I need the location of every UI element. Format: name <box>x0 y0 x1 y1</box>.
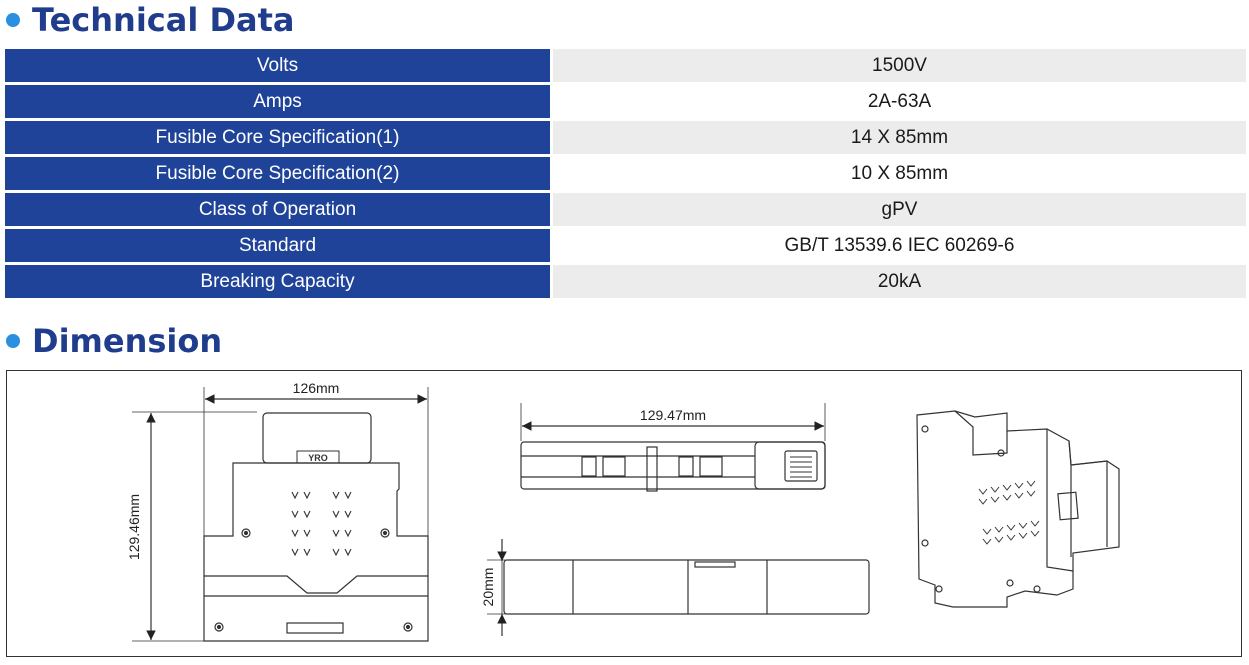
spec-label: Volts <box>5 49 552 85</box>
spec-label: Breaking Capacity <box>5 263 552 301</box>
dimension-title: Dimension <box>32 322 223 360</box>
bottom-view-drawing <box>487 539 870 636</box>
spec-label: Fusible Core Specification(2) <box>5 155 552 193</box>
dimension-heading: Dimension <box>6 321 222 361</box>
spec-value: GB/T 13539.6 IEC 60269-6 <box>550 227 1246 265</box>
dimension-drawings: 126mm 129.46mm YRO 129.47mm <box>126 380 1120 642</box>
table-row: Fusible Core Specification(1)14 X 85mm <box>5 119 1246 157</box>
front-view-drawing <box>132 387 429 642</box>
front-width-label: 126mm <box>293 380 340 396</box>
technical-data-title: Technical Data <box>32 1 295 39</box>
technical-data-heading: Technical Data <box>6 0 295 40</box>
side-view-drawing <box>520 403 826 492</box>
side-length-label: 129.47mm <box>640 407 706 423</box>
spec-value: 14 X 85mm <box>550 119 1246 157</box>
spec-label: Class of Operation <box>5 191 552 229</box>
side-height-label: 20mm <box>480 568 496 607</box>
spec-label: Fusible Core Specification(1) <box>5 119 552 157</box>
bullet-icon <box>6 13 20 27</box>
front-height-label: 129.46mm <box>126 494 142 560</box>
brand-mark: YRO <box>308 453 328 463</box>
spec-value: 20kA <box>550 263 1246 301</box>
isometric-view-drawing <box>916 410 1120 608</box>
spec-value: 10 X 85mm <box>550 155 1246 193</box>
spec-value: gPV <box>550 191 1246 229</box>
dimension-drawing-panel: 126mm 129.46mm YRO 129.47mm <box>6 370 1242 657</box>
spec-label: Amps <box>5 83 552 121</box>
table-row: Fusible Core Specification(2)10 X 85mm <box>5 155 1246 193</box>
bullet-icon <box>6 334 20 348</box>
spec-label: Standard <box>5 227 552 265</box>
spec-value: 2A-63A <box>550 83 1246 121</box>
spec-value: 1500V <box>550 49 1246 85</box>
